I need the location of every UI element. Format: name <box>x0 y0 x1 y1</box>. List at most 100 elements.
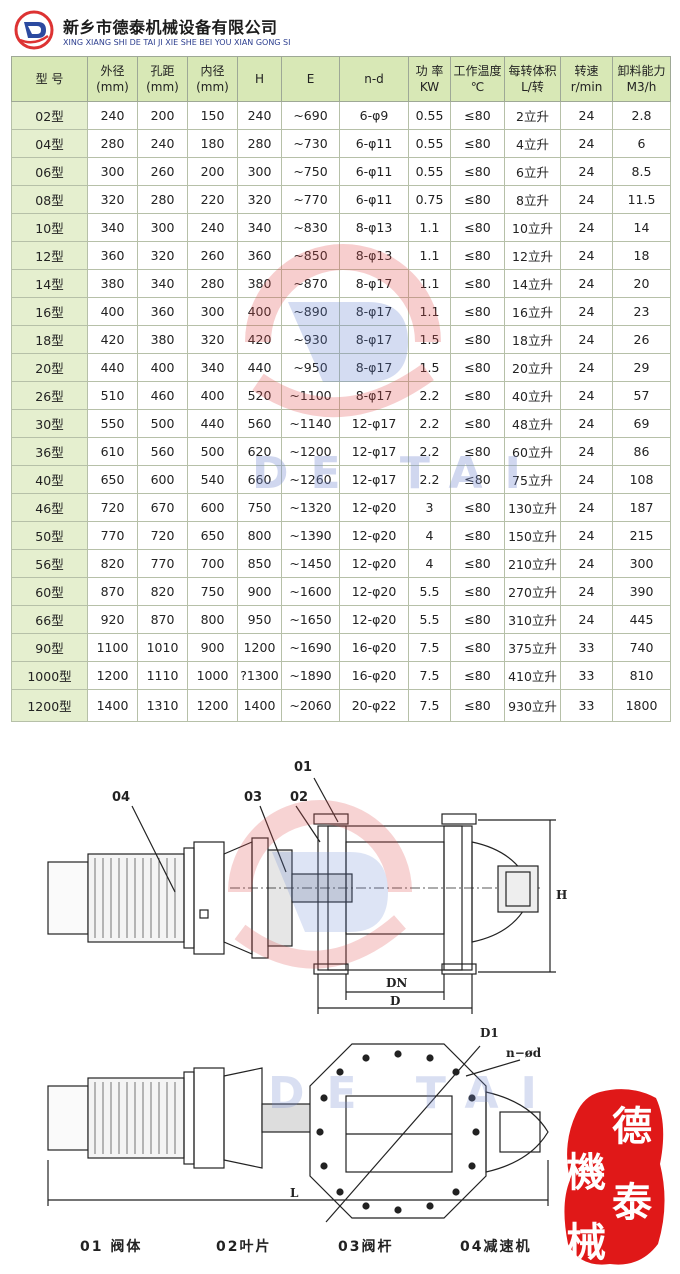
cell-volume-per-rev: 375立升 <box>504 633 561 662</box>
cell-temperature: ≤80 <box>450 269 505 298</box>
cell-h: 1200 <box>237 633 282 662</box>
cell-speed: 24 <box>560 577 613 606</box>
company-name-cn: 新乡市德泰机械设备有限公司 <box>63 18 278 37</box>
cell-capacity: 14 <box>612 213 671 242</box>
cell-volume-per-rev: 10立升 <box>504 213 561 242</box>
cell-hole-pitch: 280 <box>137 185 188 214</box>
label-d1: D1 <box>480 1026 499 1040</box>
cell-temperature: ≤80 <box>450 101 505 130</box>
cell-h: 380 <box>237 269 282 298</box>
label-d: D <box>390 994 401 1008</box>
cell-capacity: 26 <box>612 325 671 354</box>
cell-outer-diameter: 650 <box>87 465 138 494</box>
cell-outer-diameter: 1100 <box>87 633 138 662</box>
cell-speed: 24 <box>560 129 613 158</box>
cell-inner-diameter: 180 <box>187 129 238 158</box>
company-logo-icon <box>14 10 54 50</box>
cell-capacity: 740 <box>612 633 671 662</box>
header-volume-per-rev-line: L/转 <box>521 80 544 94</box>
cell-volume-per-rev: 4立升 <box>504 129 561 158</box>
cell-speed: 33 <box>560 661 613 690</box>
cell-speed: 24 <box>560 493 613 522</box>
header-hole-pitch-line: (mm) <box>146 80 179 94</box>
header-temperature: 工作温度℃ <box>450 56 505 102</box>
part-03-label: 03阀杆 <box>338 1239 394 1255</box>
cell-temperature: ≤80 <box>450 325 505 354</box>
calligraphy-stamp: 德 泰 機 械 <box>560 1084 670 1270</box>
cell-e: ~1690 <box>281 633 340 662</box>
cell-temperature: ≤80 <box>450 605 505 634</box>
cell-speed: 24 <box>560 213 613 242</box>
cell-inner-diameter: 260 <box>187 241 238 270</box>
cell-speed: 24 <box>560 465 613 494</box>
cell-temperature: ≤80 <box>450 465 505 494</box>
cell-hole-pitch: 380 <box>137 325 188 354</box>
cell-model: 06型 <box>11 157 88 186</box>
cell-n-d: 16-φ20 <box>339 633 409 662</box>
header-hole-pitch-line: 孔距 <box>150 64 175 78</box>
cell-volume-per-rev: 2立升 <box>504 101 561 130</box>
cell-capacity: 2.8 <box>612 101 671 130</box>
cell-capacity: 18 <box>612 241 671 270</box>
cell-h: 400 <box>237 297 282 326</box>
cell-n-d: 20-φ22 <box>339 689 409 722</box>
cell-temperature: ≤80 <box>450 157 505 186</box>
cell-model: 60型 <box>11 577 88 606</box>
cell-model: 10型 <box>11 213 88 242</box>
cell-volume-per-rev: 150立升 <box>504 521 561 550</box>
cell-h: 750 <box>237 493 282 522</box>
cell-model: 08型 <box>11 185 88 214</box>
cell-h: 950 <box>237 605 282 634</box>
cell-e: ~1600 <box>281 577 340 606</box>
cell-e: ~850 <box>281 241 340 270</box>
cell-inner-diameter: 240 <box>187 213 238 242</box>
cell-volume-per-rev: 75立升 <box>504 465 561 494</box>
cell-volume-per-rev: 130立升 <box>504 493 561 522</box>
cell-power: 2.2 <box>408 381 451 410</box>
label-h: H <box>556 888 568 902</box>
cell-hole-pitch: 400 <box>137 353 188 382</box>
header-inner-diameter-line: (mm) <box>196 80 229 94</box>
part-02-label: 02叶片 <box>216 1239 272 1255</box>
stamp-char-3: 機 <box>566 1150 606 1196</box>
cell-power: 1.5 <box>408 353 451 382</box>
cell-power: 1.1 <box>408 213 451 242</box>
cell-speed: 24 <box>560 381 613 410</box>
cell-volume-per-rev: 6立升 <box>504 157 561 186</box>
cell-inner-diameter: 750 <box>187 577 238 606</box>
cell-capacity: 11.5 <box>612 185 671 214</box>
cell-speed: 24 <box>560 157 613 186</box>
label-n-d: n−ød <box>506 1046 542 1060</box>
cell-outer-diameter: 1200 <box>87 661 138 690</box>
cell-h: 660 <box>237 465 282 494</box>
cell-power: 0.55 <box>408 157 451 186</box>
cell-model: 90型 <box>11 633 88 662</box>
cell-capacity: 69 <box>612 409 671 438</box>
cell-volume-per-rev: 18立升 <box>504 325 561 354</box>
cell-volume-per-rev: 8立升 <box>504 185 561 214</box>
header-outer-diameter-line: 外径 <box>100 64 125 78</box>
header-speed-line: r/min <box>570 80 603 94</box>
cell-h: 320 <box>237 185 282 214</box>
cell-speed: 24 <box>560 353 613 382</box>
cell-temperature: ≤80 <box>450 213 505 242</box>
cell-power: 1.1 <box>408 241 451 270</box>
header-inner-diameter-line: 内径 <box>200 64 225 78</box>
cell-hole-pitch: 870 <box>137 605 188 634</box>
cell-inner-diameter: 800 <box>187 605 238 634</box>
cell-n-d: 8-φ17 <box>339 381 409 410</box>
cell-e: ~950 <box>281 353 340 382</box>
cell-n-d: 12-φ17 <box>339 437 409 466</box>
cell-speed: 24 <box>560 409 613 438</box>
